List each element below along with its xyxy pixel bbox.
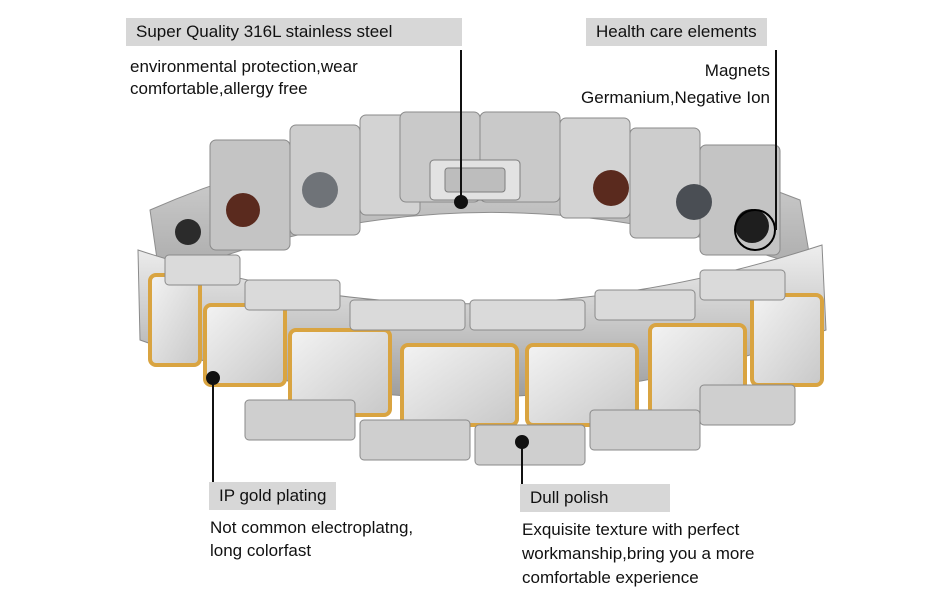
callout-gold-title: IP gold plating [209, 482, 337, 510]
magnet-stones [175, 170, 776, 251]
callout-steel-line1: environmental protection,wear [130, 57, 358, 76]
callout-polish-line3: comfortable experience [522, 568, 699, 587]
callout-steel-line2: comfortable,allergy free [130, 79, 308, 98]
callout-health-line2: Germanium,Negative Ion [581, 88, 770, 107]
bracelet-front-links [137, 244, 827, 466]
callout-polish-title: Dull polish [520, 484, 670, 512]
callout-health-title: Health care elements [586, 18, 767, 46]
callout-health-line1: Magnets [704, 61, 770, 80]
callout-gold-line2: long colorfast [210, 541, 312, 560]
callout-gold-line1: Not common electroplatng, [210, 518, 414, 537]
callout-leader-lines [206, 50, 777, 487]
callout-polish-line1: Exquisite texture with perfect [522, 520, 740, 539]
callout-polish-line2: workmanship,bring you a more [522, 544, 755, 563]
callout-steel-title: Super Quality 316L stainless steel [126, 18, 462, 46]
